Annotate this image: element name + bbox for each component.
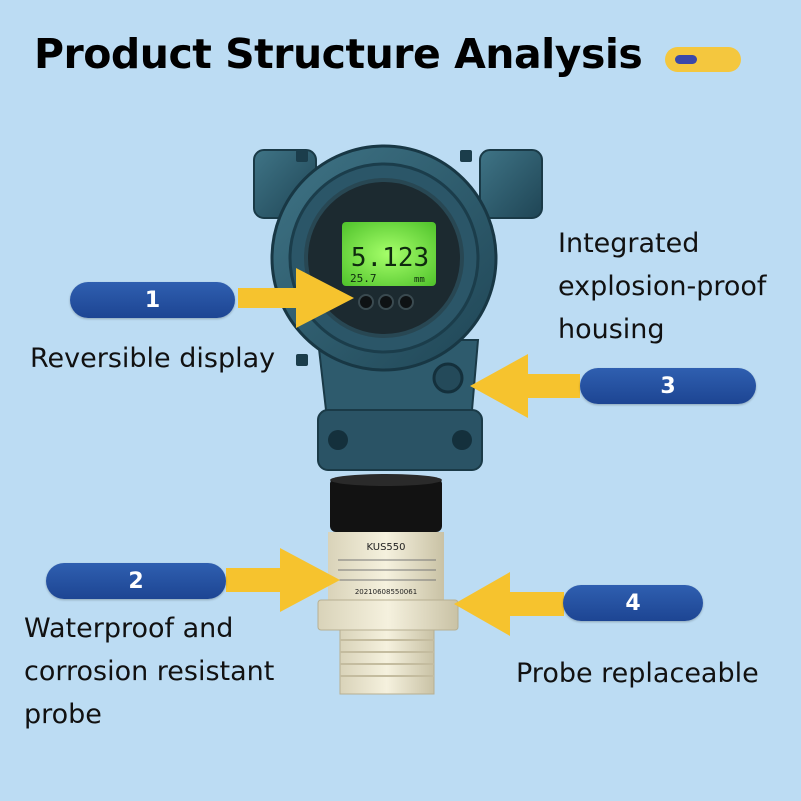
feature-caption-2: Waterproof and corrosion resistant probe (24, 613, 275, 730)
feature-badge-3: 3 (580, 368, 756, 404)
lcd-button-2 (378, 294, 394, 310)
right-conduit-boss (479, 149, 543, 219)
probe-label-section (328, 532, 444, 612)
probe-flange (317, 599, 459, 631)
feature-caption-3: Integrated explosion-proof housing (558, 228, 767, 345)
lcd-button-3 (398, 294, 414, 310)
feature-badge-4: 4 (563, 585, 703, 621)
title-decoration-pill (665, 47, 741, 72)
lcd-sub-value: 25.7 (350, 272, 377, 285)
arrow-1 (238, 268, 354, 328)
lcd-button-1 (358, 294, 374, 310)
probe-collar (330, 478, 442, 532)
page-title: Product Structure Analysis (34, 30, 643, 78)
label-model: KUS550 (366, 542, 405, 553)
arrow-3 (470, 354, 580, 418)
feature-badge-2: 2 (46, 563, 226, 599)
lcd-main-value: 5.123 (351, 243, 429, 273)
feature-caption-4: Probe replaceable (516, 658, 759, 689)
arrow-2 (226, 548, 340, 612)
label-serial: 20210608550061 (355, 588, 417, 596)
lcd-unit: mm (414, 275, 425, 285)
lcd-screen (342, 222, 436, 286)
mounting-flange (317, 409, 483, 471)
feature-caption-1: Reversible display (30, 343, 276, 374)
title-decoration-dot (675, 55, 697, 64)
arrow-4 (454, 572, 564, 636)
feature-badge-1: 1 (70, 282, 235, 318)
